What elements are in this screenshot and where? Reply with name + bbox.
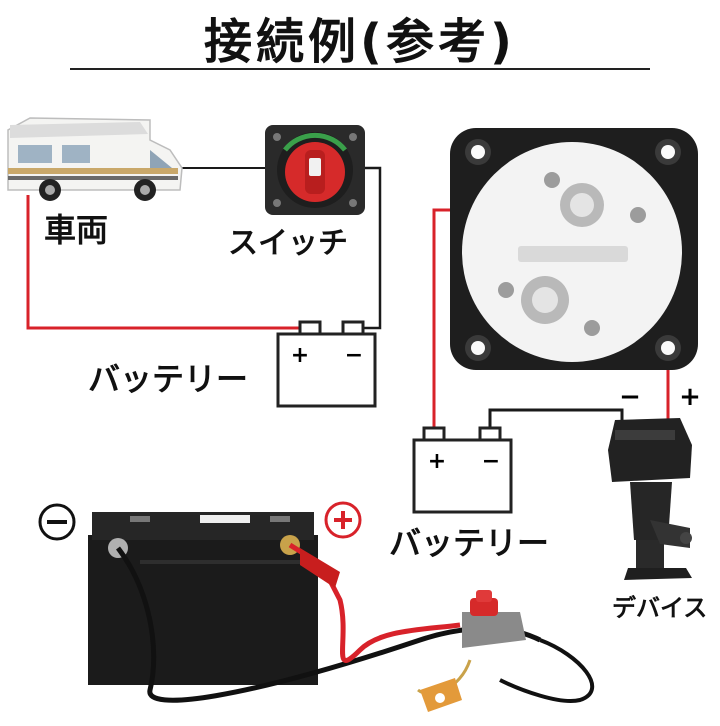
battery-1-symbol xyxy=(276,320,377,408)
large-switch-image xyxy=(450,128,698,370)
title-underline xyxy=(70,68,650,70)
terminal-lug-image xyxy=(420,678,462,712)
switch-label: スイッチ xyxy=(228,226,348,261)
battery-1-minus: − xyxy=(345,343,363,368)
page-title: 接続例(参考) xyxy=(204,14,516,70)
vehicle-label: 車両 xyxy=(44,211,109,249)
outboard-motor-image xyxy=(608,418,692,580)
battery-2-symbol xyxy=(412,426,513,514)
car-battery-image xyxy=(88,512,318,685)
battery-2-plus: + xyxy=(428,449,446,474)
battery-2-minus: − xyxy=(482,449,500,474)
device-plus: + xyxy=(679,382,701,412)
device-label: デバイス xyxy=(612,594,708,622)
battery-1-plus: + xyxy=(291,343,309,368)
battery-1-label: バッテリー xyxy=(88,360,249,398)
rv-circuit-wires xyxy=(26,166,382,330)
inline-switch-image xyxy=(462,590,526,648)
negative-terminal-icon xyxy=(38,503,76,541)
battery-switch-image xyxy=(265,125,365,215)
rv-vehicle-image xyxy=(7,117,183,201)
battery-2-label: バッテリー xyxy=(389,524,550,562)
device-minus: − xyxy=(619,382,641,412)
positive-terminal-icon xyxy=(324,501,362,539)
